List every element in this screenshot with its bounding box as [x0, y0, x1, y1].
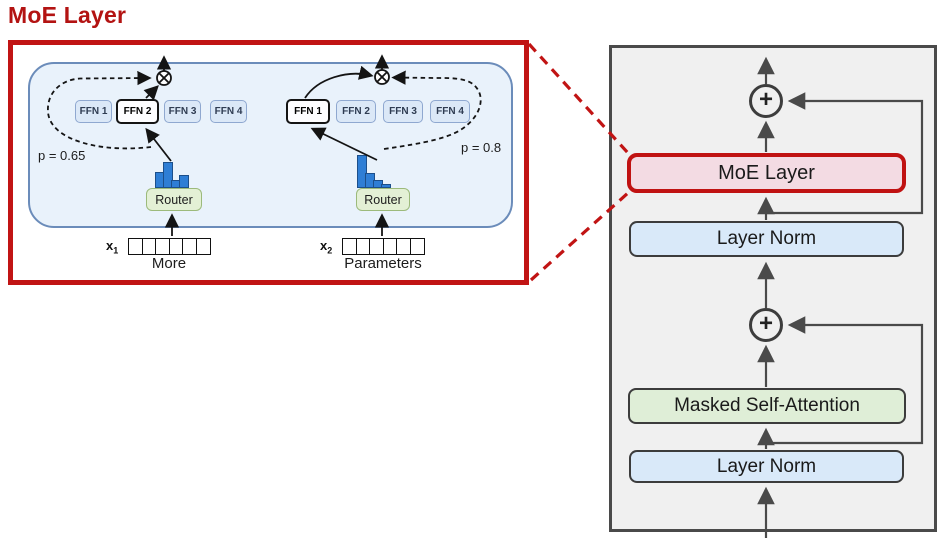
token-cell — [383, 239, 397, 254]
layer-norm-lower-box: Layer Norm — [629, 450, 904, 483]
router-probability-histogram-token2 — [357, 154, 391, 188]
token-vector-x1 — [128, 238, 211, 255]
router-box-token1: Router — [146, 188, 202, 211]
token-cell — [142, 239, 156, 254]
token-cell — [356, 239, 370, 254]
histogram-bar — [179, 175, 189, 188]
ffn-4-chip-token1: FFN 4 — [210, 100, 247, 123]
token-cell — [397, 239, 411, 254]
token-cell — [169, 239, 183, 254]
p-value-label-token2: p = 0.8 — [461, 140, 502, 155]
residual-add-icon-top: + — [749, 84, 783, 118]
token-cell — [370, 239, 384, 254]
expert-panel — [28, 62, 513, 228]
ffn-2-chip-token1-selected: FFN 2 — [116, 99, 159, 124]
ffn-4-chip-token2: FFN 4 — [430, 100, 470, 123]
moe-layer-box: MoE Layer — [627, 153, 906, 193]
token-cell — [129, 239, 143, 254]
ffn-3-chip-token2: FFN 3 — [383, 100, 423, 123]
ffn-1-chip-token1: FFN 1 — [75, 100, 112, 123]
histogram-bar — [381, 184, 391, 188]
token-caption-more: More — [151, 255, 187, 272]
token-cell — [343, 239, 357, 254]
router-box-token2: Router — [356, 188, 410, 211]
ffn-3-chip-token1: FFN 3 — [164, 100, 201, 123]
token-cell — [410, 239, 424, 254]
token-cell — [183, 239, 197, 254]
ffn-1-chip-token2-selected: FFN 1 — [286, 99, 330, 124]
histogram-bar — [163, 162, 173, 188]
masked-self-attention-box: Masked Self-Attention — [628, 388, 906, 424]
ffn-2-chip-token2: FFN 2 — [336, 100, 376, 123]
p-value-label-token1: p = 0.65 — [38, 148, 86, 163]
page-title: MoE Layer — [8, 2, 127, 28]
token-label-x2: x2 — [320, 238, 333, 256]
router-probability-histogram-token1 — [155, 154, 189, 188]
layer-norm-upper-box: Layer Norm — [629, 221, 904, 257]
residual-add-icon-bottom: + — [749, 308, 783, 342]
token-label-x1: x1 — [106, 238, 119, 256]
token-cell — [196, 239, 210, 254]
token-vector-x2 — [342, 238, 425, 255]
token-caption-parameters: Parameters — [344, 255, 422, 272]
token-cell — [156, 239, 170, 254]
